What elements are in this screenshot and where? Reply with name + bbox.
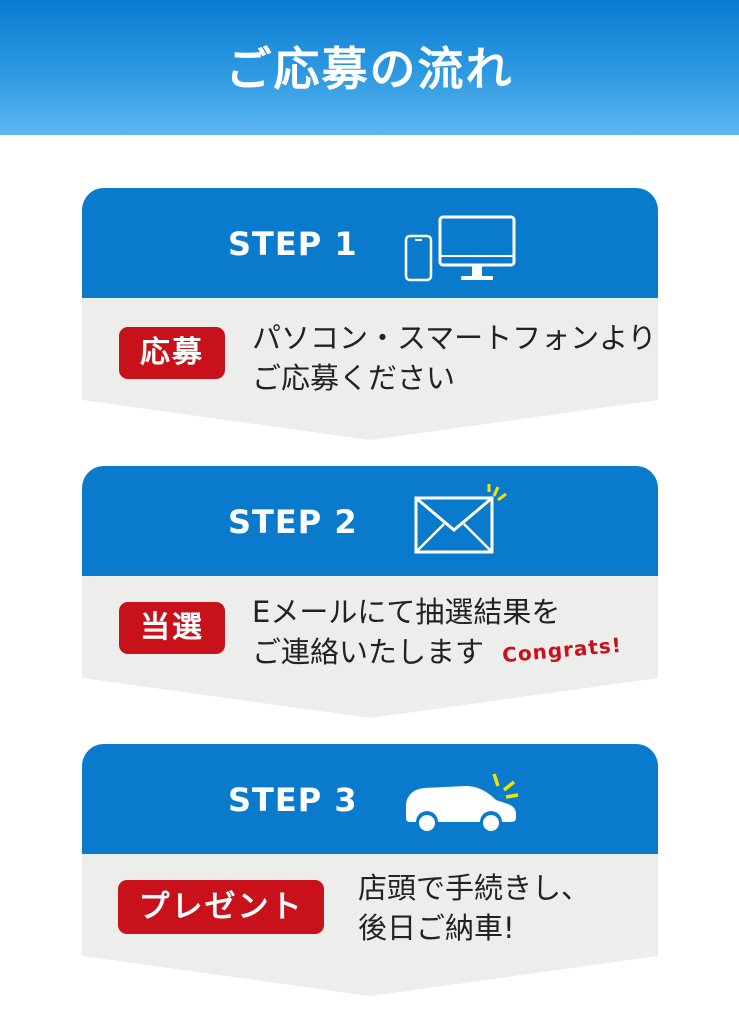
step-2-line-1: Eメールにて抽選結果を bbox=[252, 595, 561, 629]
car-icon bbox=[406, 773, 519, 831]
step-3-line-2: 後日ご納車! bbox=[358, 911, 515, 945]
page-title: ご応募の流れ bbox=[225, 41, 514, 96]
step-3-body: プレゼント 店頭で手続きし、 後日ご納車! bbox=[82, 854, 658, 996]
step-2-line-2: ご連絡いたします bbox=[252, 635, 485, 669]
step-3-badge: プレゼント bbox=[118, 880, 324, 934]
step-3-header: STEP 3 bbox=[82, 744, 658, 854]
step-2-body: 当選 Eメールにて抽選結果を ご連絡いたします Congrats! bbox=[82, 576, 658, 718]
step-2-header: STEP 2 bbox=[82, 466, 658, 576]
step-1-title: STEP 1 bbox=[228, 225, 358, 263]
step-1-header: STEP 1 bbox=[82, 188, 658, 298]
smartphone-and-monitor-icon bbox=[404, 215, 516, 282]
step-2-title: STEP 2 bbox=[228, 503, 358, 541]
page-header: ご応募の流れ bbox=[0, 0, 739, 135]
step-3-line-1: 店頭で手続きし、 bbox=[358, 871, 591, 905]
envelope-icon bbox=[414, 484, 507, 554]
step-3-description: 店頭で手続きし、 後日ご納車! bbox=[358, 868, 590, 948]
step-1-line-2: ご応募ください bbox=[252, 361, 456, 395]
step-2-badge: 当選 bbox=[119, 602, 225, 654]
step-1-line-1: パソコン・スマートフォンより bbox=[252, 321, 657, 355]
step-3-title: STEP 3 bbox=[228, 781, 358, 819]
step-2-description: Eメールにて抽選結果を ご連絡いたします bbox=[252, 592, 560, 672]
step-1-body: 応募 パソコン・スマートフォンより ご応募ください bbox=[82, 298, 658, 440]
step-1-badge: 応募 bbox=[119, 327, 225, 379]
step-1-description: パソコン・スマートフォンより ご応募ください bbox=[252, 318, 657, 398]
